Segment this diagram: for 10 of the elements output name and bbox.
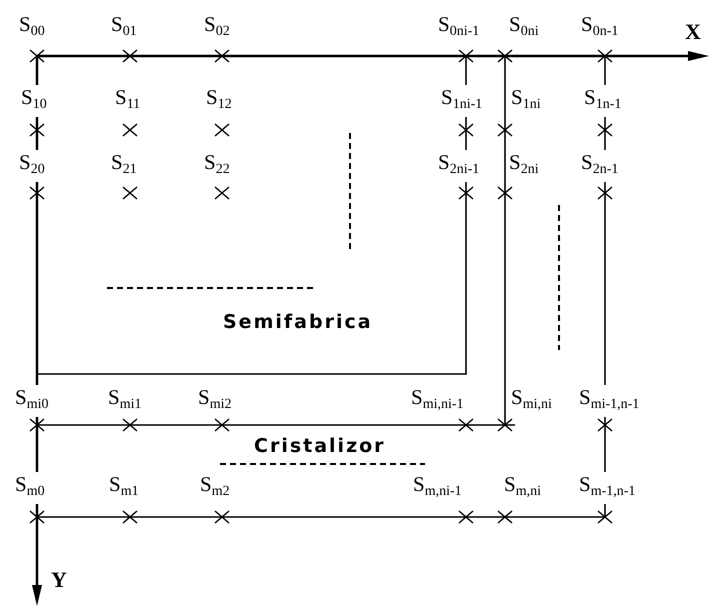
grid-point-label: S$_{10}$ — [20, 85, 48, 117]
grid-point-label: S$_{m0}$ — [14, 472, 46, 504]
grid-point-label: S$_{mi-1,n-1}$ — [578, 385, 640, 417]
grid-point-label: S$_{m-1,n-1}$ — [578, 472, 636, 504]
grid-point-label: S$_{1ni-1}$ — [440, 85, 484, 117]
grid-point-label: S$_{2n-1}$ — [580, 150, 620, 182]
grid-point-label: S$_{2ni-1}$ — [437, 150, 480, 182]
grid-point-label: S$_{mi0}$ — [14, 385, 50, 417]
grid-point-label: S$_{1n-1}$ — [583, 85, 622, 117]
grid-point-label: S$_{20}$ — [18, 150, 46, 182]
